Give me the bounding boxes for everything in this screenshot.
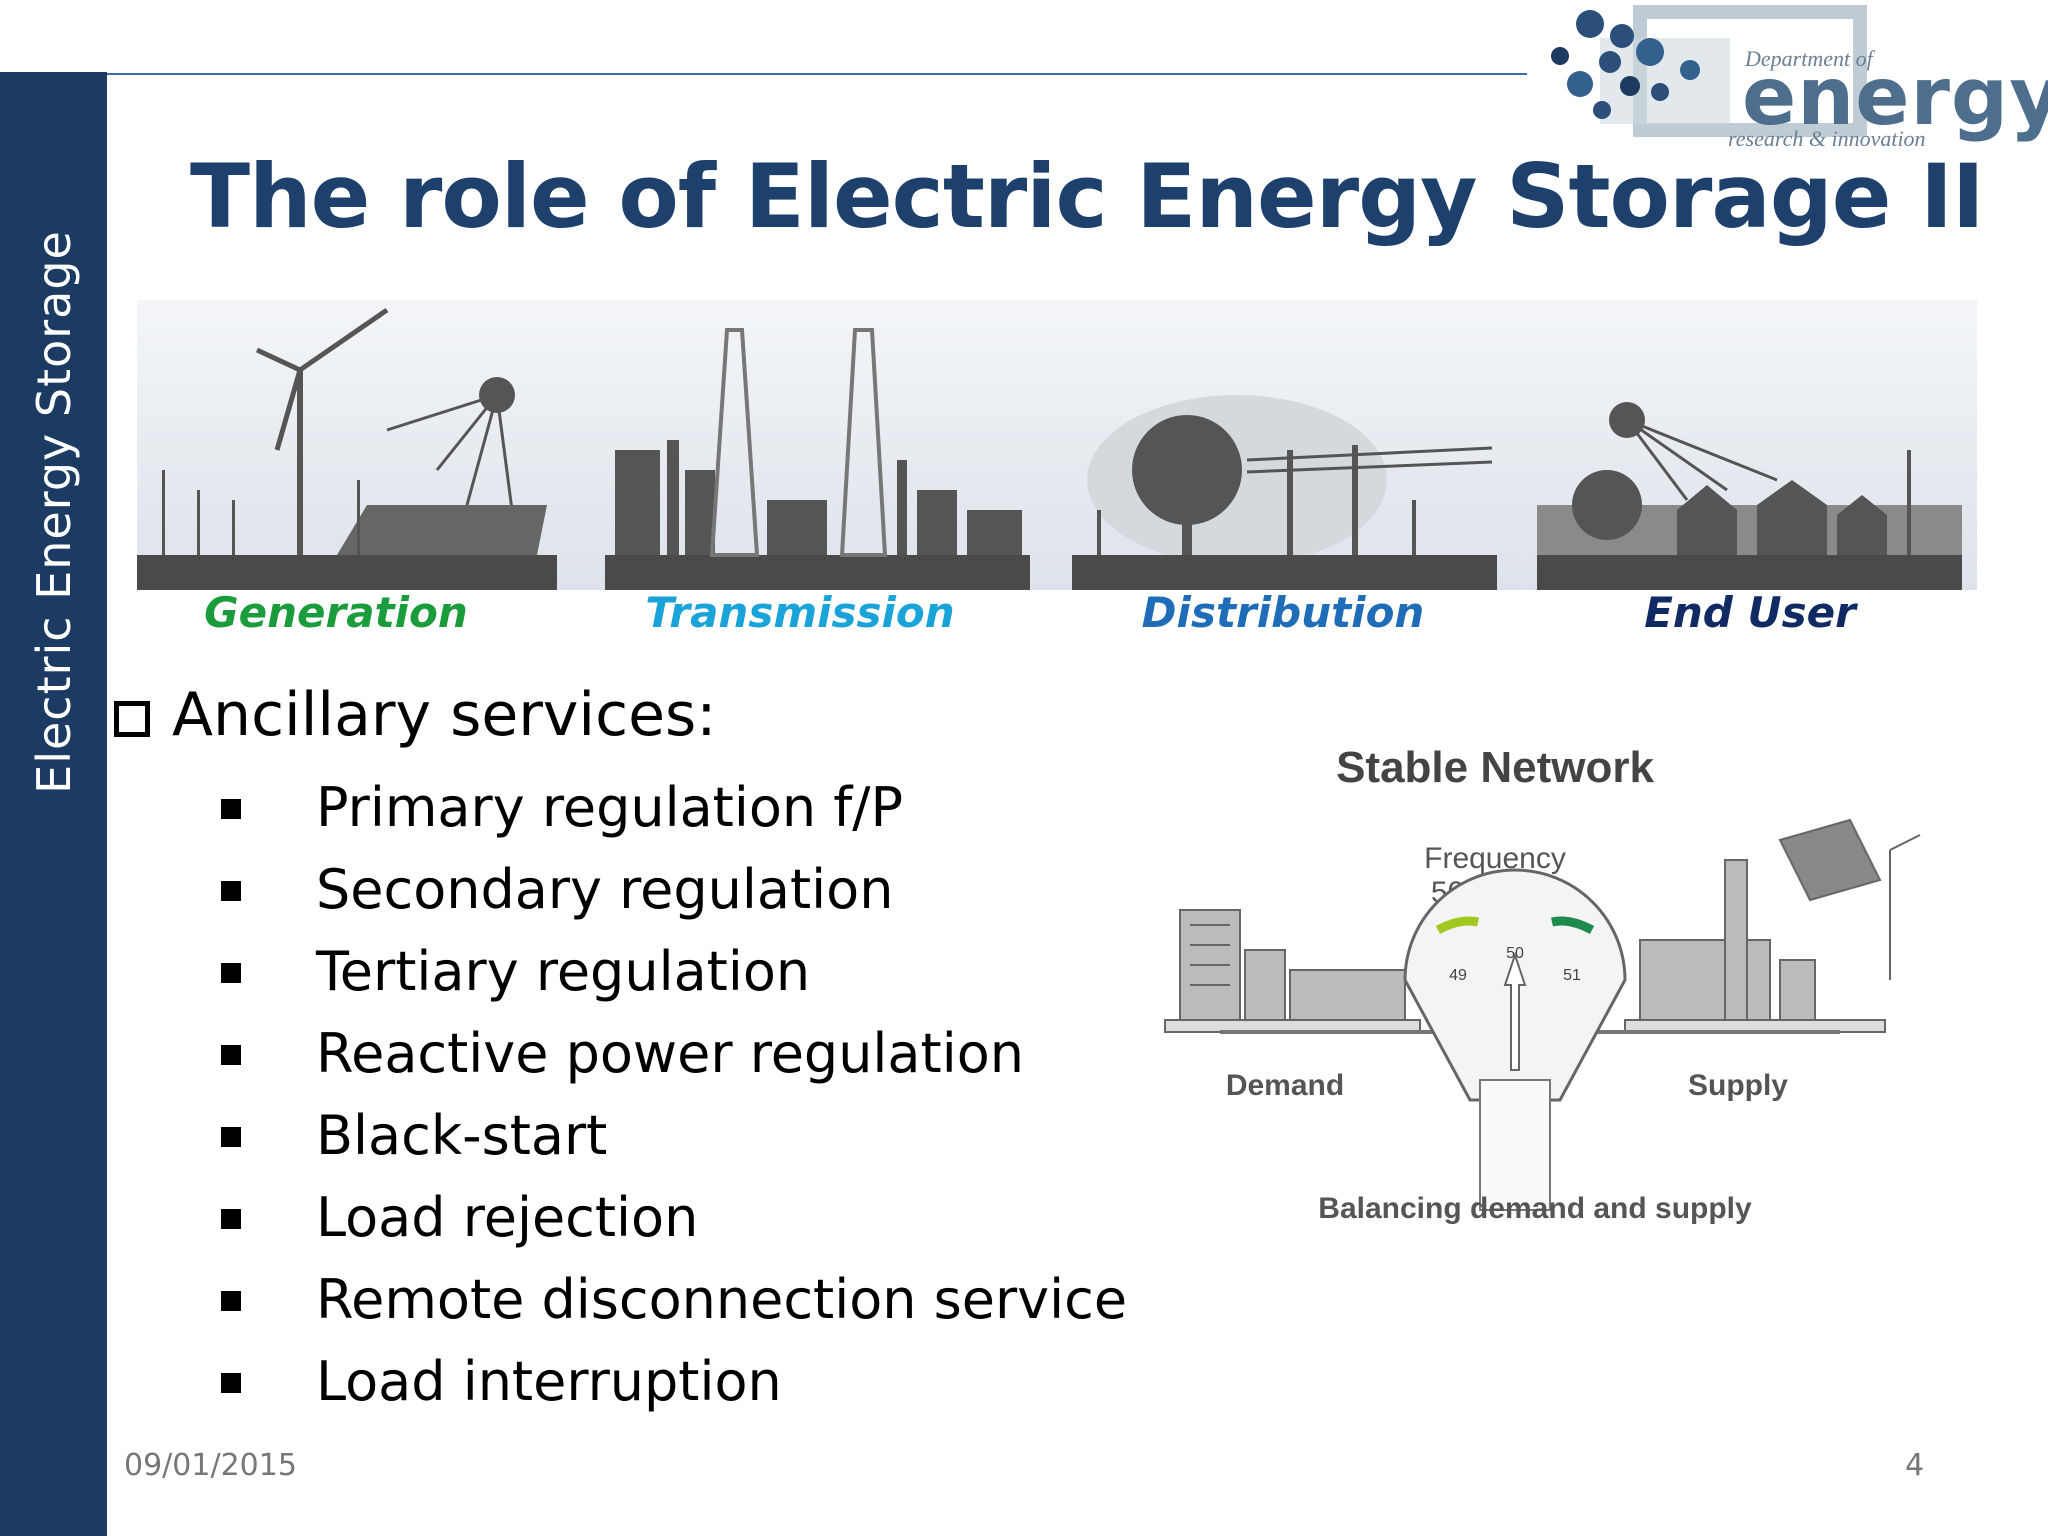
energy-chain-illustration [137,300,1977,590]
list-item-text: Tertiary regulation [316,940,811,1003]
logo-department: Department of [1745,46,1873,71]
gauge-high-marker [1551,916,1595,934]
diagram-caption: Balancing demand and supply [1318,1192,1752,1225]
square-bullet-icon [221,1045,241,1065]
header-rule [107,73,1527,75]
checkbox-bullet-icon [114,701,150,737]
generation-scene [137,307,557,590]
section-heading-text: Ancillary services: [172,680,717,750]
list-item-text: Reactive power regulation [316,1022,1024,1085]
diagram-title: Stable Network [1336,743,1654,792]
list-item-text: Remote disconnection service [316,1268,1128,1331]
stage-label-end-user: End User [1644,588,1856,637]
square-bullet-icon [221,881,241,901]
square-bullet-icon [221,1373,241,1393]
demand-buildings [1179,909,1406,1021]
gauge-needle [1503,951,1527,1071]
square-bullet-icon [221,963,241,983]
square-bullet-icon [221,1127,241,1147]
list-item-text: Load rejection [316,1186,699,1249]
gauge-low-marker [1435,916,1479,934]
list-item-text: Secondary regulation [316,858,894,921]
footer-date: 09/01/2015 [124,1448,297,1483]
list-item-text: Load interruption [316,1350,782,1413]
transmission-scene [605,328,1030,590]
gauge-high-label: 51 [1563,967,1581,984]
stage-label-distribution: Distribution [1141,588,1425,637]
square-bullet-icon [221,799,241,819]
distribution-scene [1072,395,1497,590]
sidebar: Electric Energy Storage [0,72,107,1536]
demand-label: Demand [1226,1069,1344,1102]
page-number: 4 [1905,1448,1925,1483]
frequency-label: Frequency [1424,842,1566,875]
scale-stand [1479,1079,1551,1211]
supply-label: Supply [1688,1069,1788,1102]
logo-word: energy [1742,50,2048,143]
logo-graphic [1551,5,1867,137]
stage-label-transmission: Transmission [645,588,955,637]
square-bullet-icon [221,1291,241,1311]
supply-plant [1639,818,1921,1021]
list-item-text: Black-start [316,1104,608,1167]
gauge-low-label: 49 [1449,967,1467,984]
stage-label-generation: Generation [204,588,468,637]
page-title: The role of Electric Energy Storage II [190,145,1985,248]
stable-network-diagram: Stable Network Frequency 50±0.5Hz 49 50 … [1164,743,1921,1225]
square-bullet-icon [221,1209,241,1229]
logo-tagline: research & innovation [1728,126,1926,151]
section-heading: Ancillary services: [114,680,716,750]
end-user-scene [1537,402,1962,590]
list-item-text: Primary regulation f/P [316,776,904,839]
sidebar-label: Electric Energy Storage [27,230,81,794]
